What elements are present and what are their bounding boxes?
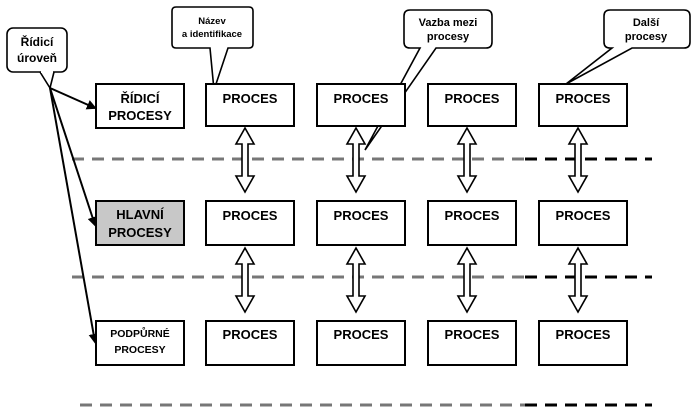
- process-label: PROCES: [556, 91, 611, 106]
- callout-control-level: Řídicí úroveň: [6, 27, 68, 91]
- level-main-box: HLAVNÍ PROCESY: [95, 200, 185, 246]
- level-control-line2: PROCESY: [108, 108, 172, 123]
- level-separators: [72, 157, 652, 407]
- process-label: PROCES: [445, 208, 500, 223]
- relation-arrows: [234, 126, 589, 314]
- level-support-box: PODPŮRNÉ PROCESY: [95, 320, 185, 366]
- callout-other-line2: procesy: [625, 31, 668, 43]
- callout-control-level-line2: úroveň: [17, 51, 57, 65]
- arrow-to-control-processes: [49, 87, 97, 110]
- callout-relation-line1: Vazba mezi: [419, 17, 478, 29]
- relation-arrow: [345, 126, 367, 194]
- arrow-to-main-processes: [49, 87, 98, 227]
- relation-arrow: [567, 126, 589, 194]
- process-box: PROCES: [427, 200, 517, 246]
- callout-process-relation: Vazba mezi procesy: [364, 9, 493, 151]
- level-control-box: ŘÍDICÍ PROCESY: [95, 83, 185, 129]
- process-box: PROCES: [538, 83, 628, 127]
- process-label: PROCES: [223, 327, 278, 342]
- process-label: PROCES: [556, 327, 611, 342]
- callout-name-line1: Název: [198, 16, 226, 27]
- process-grid: PROCES PROCES PROCES PROCES PROCES PROCE…: [205, 83, 628, 366]
- process-label: PROCES: [334, 91, 389, 106]
- process-box: PROCES: [538, 320, 628, 366]
- level-support-line1: PODPŮRNÉ: [110, 326, 170, 340]
- callout-other-processes: Další procesy: [565, 9, 691, 85]
- relation-arrow: [456, 126, 478, 194]
- arrow-to-support-processes: [49, 87, 99, 344]
- relation-arrow: [456, 246, 478, 314]
- callout-other-line1: Další: [633, 17, 660, 29]
- process-box: PROCES: [205, 320, 295, 366]
- relation-arrow: [234, 126, 256, 194]
- level-main-line1: HLAVNÍ: [116, 207, 164, 222]
- process-label: PROCES: [556, 208, 611, 223]
- level-support-line2: PROCESY: [114, 344, 165, 356]
- process-box: PROCES: [316, 320, 406, 366]
- process-box: PROCES: [538, 200, 628, 246]
- relation-arrow: [345, 246, 367, 314]
- relation-arrow: [567, 246, 589, 314]
- process-label: PROCES: [334, 208, 389, 223]
- process-box: PROCES: [205, 200, 295, 246]
- process-label: PROCES: [445, 327, 500, 342]
- level-main-line2: PROCESY: [108, 225, 172, 240]
- process-box: PROCES: [316, 200, 406, 246]
- process-label: PROCES: [223, 91, 278, 106]
- process-box: PROCES: [316, 83, 406, 127]
- process-label: PROCES: [445, 91, 500, 106]
- process-box: PROCES: [427, 320, 517, 366]
- process-label: PROCES: [334, 327, 389, 342]
- level-control-line1: ŘÍDICÍ: [121, 91, 160, 106]
- process-box: PROCES: [205, 83, 295, 127]
- process-label: PROCES: [223, 208, 278, 223]
- callout-control-level-line1: Řídicí: [21, 34, 54, 49]
- level-arrows: [49, 87, 99, 344]
- callout-name-line2: a identifikace: [182, 29, 242, 40]
- relation-arrow: [234, 246, 256, 314]
- process-box: PROCES: [427, 83, 517, 127]
- callout-name-identification: Název a identifikace: [171, 6, 254, 91]
- callout-relation-line2: procesy: [427, 31, 470, 43]
